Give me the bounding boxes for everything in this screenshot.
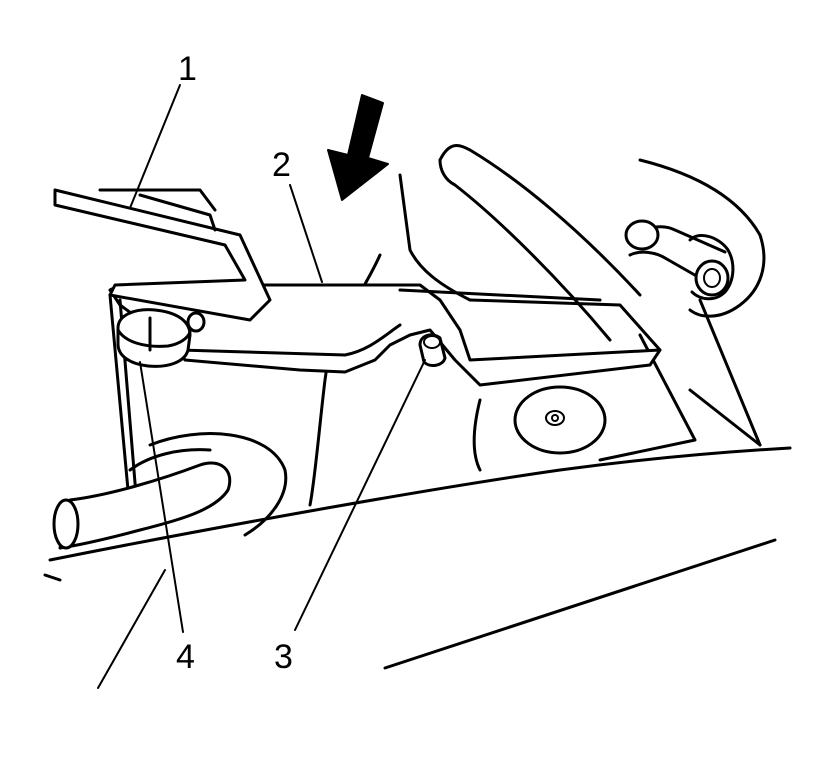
leader-line-1 (129, 84, 181, 209)
leader-line-pipe (97, 569, 166, 689)
callout-label-4: 4 (176, 638, 195, 676)
leader-line-4 (139, 361, 184, 633)
lower-frame-surface (43, 446, 792, 670)
callout-label-1: 1 (178, 50, 197, 88)
mount-housing (308, 158, 766, 507)
callout-label-2: 2 (272, 146, 291, 184)
callout-label-3: 3 (274, 638, 293, 676)
stud-pin (418, 333, 447, 367)
lower-pipe (52, 432, 288, 550)
upper-beam (53, 188, 272, 322)
down-left-arrow-icon (327, 94, 389, 201)
leader-lines (97, 84, 426, 689)
leader-line-3 (294, 359, 426, 631)
bolt (116, 308, 206, 368)
leader-line-2 (289, 184, 323, 283)
fluid-line-fitting (624, 219, 735, 301)
